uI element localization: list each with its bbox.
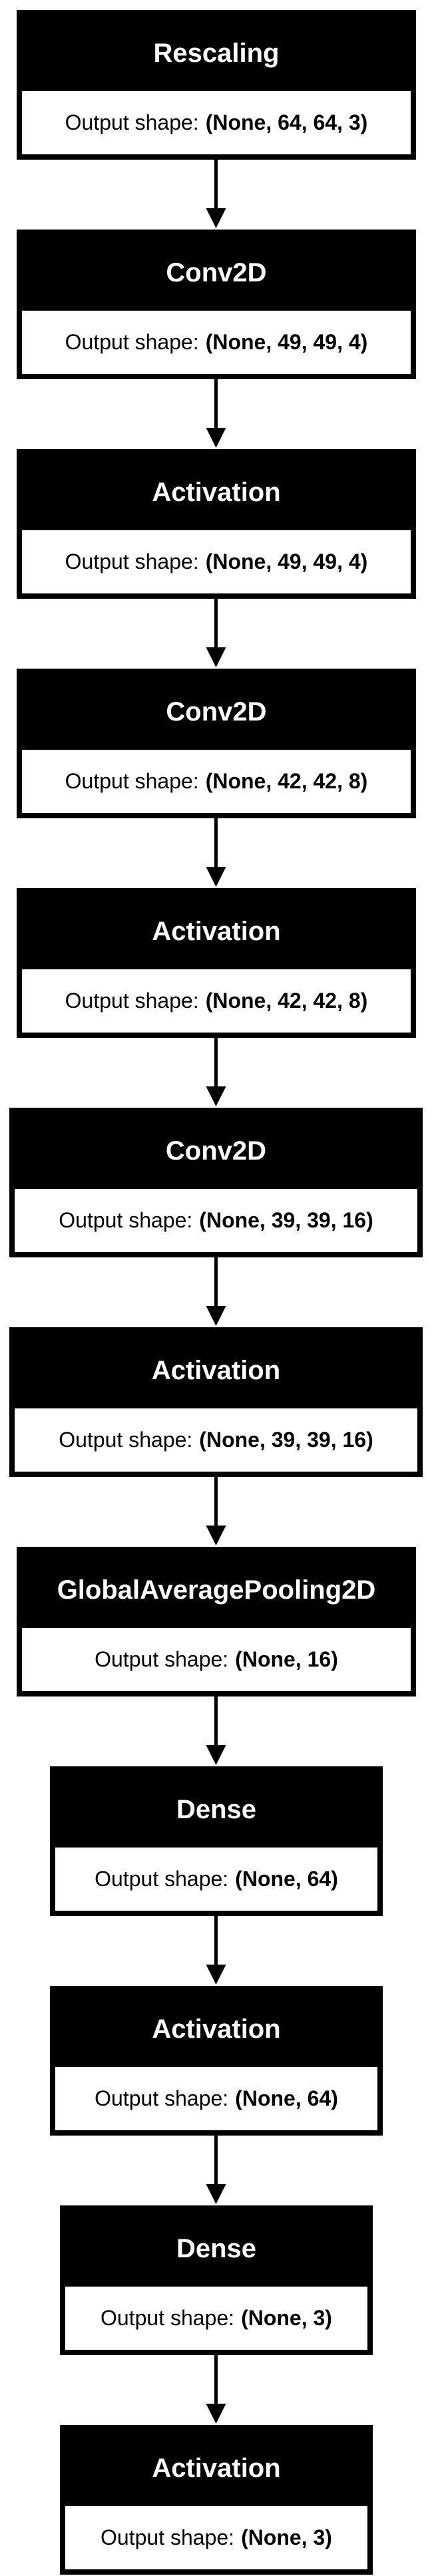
layer-name: Rescaling [22, 15, 411, 91]
output-shape-label: Output shape: [65, 110, 199, 134]
layer-output-shape: Output shape:(None, 16) [22, 1628, 411, 1691]
arrow-head [206, 2404, 226, 2424]
layer-output-shape: Output shape:(None, 42, 42, 8) [22, 969, 411, 1033]
output-shape-value: (None, 49, 49, 4) [205, 330, 368, 354]
output-shape-value: (None, 42, 42, 8) [205, 769, 368, 793]
arrow-head [206, 1306, 226, 1326]
layer-output-shape: Output shape:(None, 49, 49, 4) [22, 311, 411, 374]
layer-name: Activation [22, 454, 411, 530]
output-shape-label: Output shape: [101, 2525, 235, 2549]
layer-name: Conv2D [22, 235, 411, 311]
layer-name: GlobalAveragePooling2D [22, 1552, 411, 1628]
layer-output-shape: Output shape:(None, 64, 64, 3) [22, 91, 411, 154]
output-shape-value: (None, 3) [241, 2525, 332, 2549]
layer-output-shape: Output shape:(None, 3) [65, 2287, 367, 2350]
output-shape-value: (None, 42, 42, 8) [205, 989, 368, 1013]
layer-name: Conv2D [15, 1113, 417, 1189]
layer-name: Dense [65, 2211, 367, 2287]
arrow-head [206, 1745, 226, 1765]
layer-output-shape: Output shape:(None, 3) [65, 2506, 367, 2569]
output-shape-value: (None, 49, 49, 4) [205, 550, 368, 573]
arrow-head [206, 428, 226, 448]
layer-name: Conv2D [22, 674, 411, 750]
output-shape-value: (None, 64, 64, 3) [205, 110, 368, 134]
layer-output-shape: Output shape:(None, 39, 39, 16) [15, 1408, 417, 1472]
output-shape-value: (None, 64) [235, 1867, 338, 1891]
layer-name: Activation [55, 1991, 377, 2067]
layer-output-shape: Output shape:(None, 64) [55, 2067, 377, 2130]
arrow-head [206, 1965, 226, 1985]
layer-name: Activation [15, 1333, 417, 1408]
output-shape-value: (None, 16) [235, 1647, 338, 1671]
arrow-head [206, 647, 226, 667]
output-shape-label: Output shape: [95, 1867, 229, 1891]
layer-output-shape: Output shape: (None, 49, 49, 4) [22, 530, 411, 593]
output-shape-label: Output shape: [101, 2306, 235, 2330]
arrow-head [206, 1086, 226, 1106]
layer-name: Activation [22, 893, 411, 969]
output-shape-value: (None, 39, 39, 16) [199, 1208, 373, 1232]
output-shape-label: Output shape: [59, 1208, 193, 1232]
arrow-head [206, 1526, 226, 1545]
output-shape-label: Output shape: [95, 2086, 229, 2110]
output-shape-value: (None, 64) [235, 2086, 338, 2110]
output-shape-label: Output shape: [65, 550, 199, 573]
output-shape-label: Output shape: [65, 330, 199, 354]
arrow-head [206, 867, 226, 887]
output-shape-label: Output shape: [65, 989, 199, 1013]
arrow-head [206, 2184, 226, 2204]
layer-output-shape: Output shape:(None, 64) [55, 1848, 377, 1911]
layer-name: Dense [55, 1772, 377, 1848]
output-shape-value: (None, 3) [241, 2306, 332, 2330]
output-shape-label: Output shape: [65, 769, 199, 793]
layer-name: Activation [65, 2430, 367, 2506]
layer-output-shape: Output shape:(None, 42, 42, 8) [22, 750, 411, 813]
arrow-head [206, 208, 226, 228]
output-shape-value: (None, 39, 39, 16) [199, 1428, 373, 1452]
layer-output-shape: Output shape:(None, 39, 39, 16) [15, 1189, 417, 1252]
output-shape-label: Output shape: [95, 1647, 229, 1671]
output-shape-label: Output shape: [59, 1428, 193, 1452]
